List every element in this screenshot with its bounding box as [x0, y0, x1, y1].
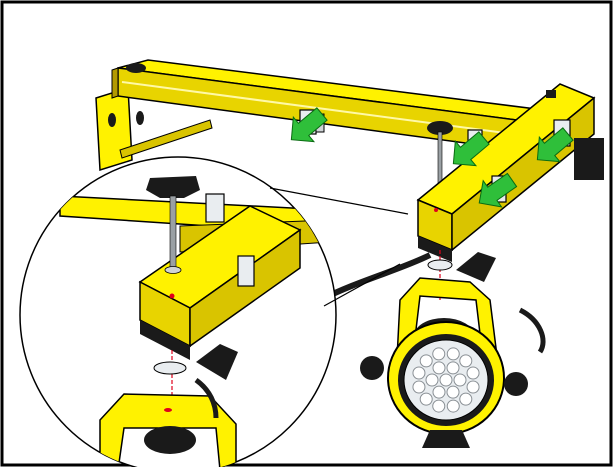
magnified-detail	[19, 156, 337, 467]
arrow-icon	[478, 172, 518, 208]
plate-slot	[136, 111, 144, 125]
led	[419, 354, 433, 368]
led	[432, 385, 446, 399]
knob-bolt-icon	[146, 176, 200, 274]
arrow-icon	[536, 127, 574, 163]
led	[446, 347, 460, 361]
led	[412, 380, 426, 394]
led-work-light-icon	[360, 252, 546, 448]
led	[425, 373, 439, 387]
cord-plug	[456, 252, 496, 282]
led	[412, 366, 426, 380]
end-cap-knob	[126, 63, 146, 73]
rear-bracket	[574, 138, 604, 180]
led	[459, 392, 473, 406]
led	[419, 392, 433, 406]
arrow-icon	[452, 131, 490, 167]
led-array	[412, 347, 480, 413]
mag-clamp-1	[205, 193, 225, 223]
plate-slot	[108, 113, 116, 127]
mounting-plate	[95, 86, 213, 172]
led	[446, 385, 460, 399]
led	[459, 354, 473, 368]
washer-icon	[427, 259, 453, 271]
side-knob	[360, 356, 384, 380]
washer-icon	[153, 361, 187, 375]
led	[453, 373, 467, 387]
mag-cord-plug	[196, 344, 238, 380]
led	[439, 373, 453, 387]
handle	[422, 430, 470, 448]
magnifier-leader	[323, 263, 401, 307]
mag-clamp-2	[237, 255, 255, 287]
side-knob	[504, 372, 528, 396]
led	[466, 366, 480, 380]
led	[446, 399, 460, 413]
arm-slot	[546, 90, 556, 98]
led	[432, 399, 446, 413]
led	[432, 361, 446, 375]
led	[432, 347, 446, 361]
led	[446, 361, 460, 375]
magnifier-leader	[269, 187, 409, 215]
arrow-icon	[290, 107, 328, 143]
led	[466, 380, 480, 394]
